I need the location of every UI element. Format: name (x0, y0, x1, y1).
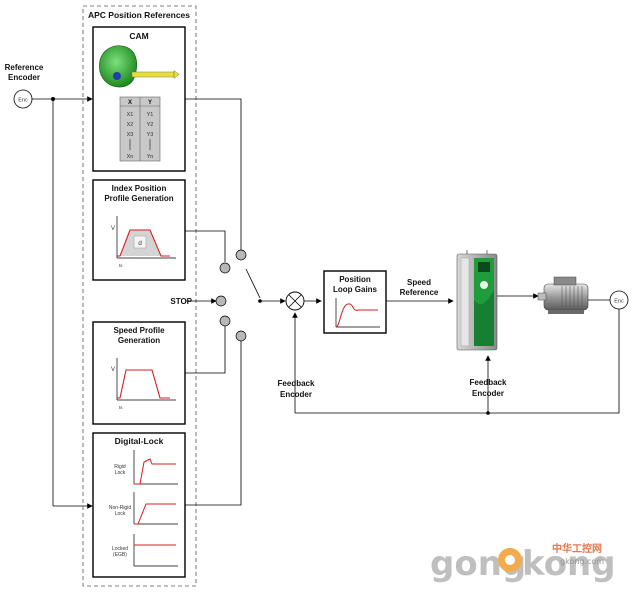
digital-lock-mode-label: Lock (115, 470, 126, 476)
cam-table-cell: Yn (147, 154, 154, 160)
digital-lock-mode-label: Non-Rigid (109, 505, 131, 511)
feedback-left-label-2: Encoder (280, 390, 312, 399)
index-profile-title-2: Profile Generation (104, 194, 173, 203)
reference-encoder-label-1: Reference (5, 63, 44, 72)
selector-contact-speed (219, 315, 231, 327)
cam-disc-icon (99, 45, 137, 88)
digital-lock-mode-label: (EGB) (113, 552, 127, 558)
index-profile-curve (117, 229, 170, 257)
feedback-wiring (292, 309, 620, 414)
index-profile-axis-v: V (111, 226, 115, 232)
selector-switch (215, 249, 247, 342)
digital-lock-mode-label: Locked (112, 546, 128, 552)
selector-contact-digital-lock (235, 330, 247, 342)
digital-lock-mode-label: Rigid (114, 464, 126, 470)
cam-table-header-y: Y (148, 100, 152, 106)
reference-encoder-node-text: Enc (18, 98, 28, 104)
speed-profile-title-2: Generation (118, 336, 160, 345)
speed-profile-axis-t: ts (119, 405, 123, 410)
digital-lock-box (92, 432, 186, 578)
cam-follower-tip-icon (173, 69, 180, 80)
watermark-gear-icon (498, 548, 522, 572)
cam-table-header-x: X (128, 100, 132, 106)
motor-encoder-node-text: Enc (614, 299, 624, 305)
cam-table-cell: Y2 (147, 122, 154, 128)
speed-profile-axis-v: V (111, 367, 115, 373)
digital-lock-mode-label: Lock (115, 511, 126, 517)
selector-wiring (185, 98, 286, 506)
rigid-lock-curve (134, 458, 176, 485)
watermark-kong: kong (522, 544, 616, 584)
apc-panel (82, 5, 197, 587)
position-loop-box (323, 270, 387, 334)
digital-lock-title: Digital-Lock (115, 436, 164, 446)
selector-contact-stop (215, 295, 227, 307)
selector-pivot (258, 299, 262, 303)
feedback-right-label-1: Feedback (470, 378, 507, 387)
cam-title: CAM (129, 31, 148, 41)
index-profile-axis-t: ts (119, 263, 123, 268)
speed-profile-title-1: Speed Profile (113, 326, 165, 335)
speed-reference-label-1: Speed (407, 278, 431, 287)
index-profile-area-marker (133, 235, 147, 249)
stop-label: STOP (170, 297, 192, 306)
reference-encoder-label-2: Encoder (8, 73, 40, 82)
speed-reference-label-2: Reference (400, 288, 439, 297)
cam-table-cell: X2 (127, 122, 134, 128)
cam-table-cell: Y3 (147, 132, 154, 138)
speed-profile-curve (117, 369, 170, 399)
selector-contact-index (219, 262, 231, 274)
cam-table-cell: X1 (127, 112, 134, 118)
cam-table-cell: Y1 (147, 112, 154, 118)
non-rigid-lock-curve (134, 503, 176, 525)
junction-dot (51, 97, 55, 101)
drive-unit-icon (456, 250, 498, 351)
feedback-junction-dot (486, 411, 490, 415)
feedback-left-label-1: Feedback (278, 379, 315, 388)
cam-follower-icon (131, 71, 175, 78)
selector-contact-cam (235, 249, 247, 261)
position-loop-title-2: Loop Gains (333, 285, 378, 294)
apc-panel-title: APC Position References (88, 10, 190, 20)
index-profile-title-1: Index Position (112, 184, 167, 193)
cam-table-cell: X3 (127, 132, 134, 138)
position-loop-title-1: Position (339, 275, 371, 284)
cam-shaft-icon (113, 72, 121, 80)
watermark-cn: 中华工控网 (552, 542, 602, 555)
feedback-right-label-2: Encoder (472, 389, 504, 398)
index-profile-area-label: d (138, 240, 142, 247)
watermark-url: gkong.com (560, 557, 604, 566)
reference-wiring (32, 96, 93, 509)
position-loop-response-curve (335, 303, 378, 328)
cam-table-cell: Xn (127, 154, 134, 160)
motor-icon (537, 276, 589, 314)
gkong-watermark: gong kong 中华工控网 gkong.com (430, 542, 616, 584)
